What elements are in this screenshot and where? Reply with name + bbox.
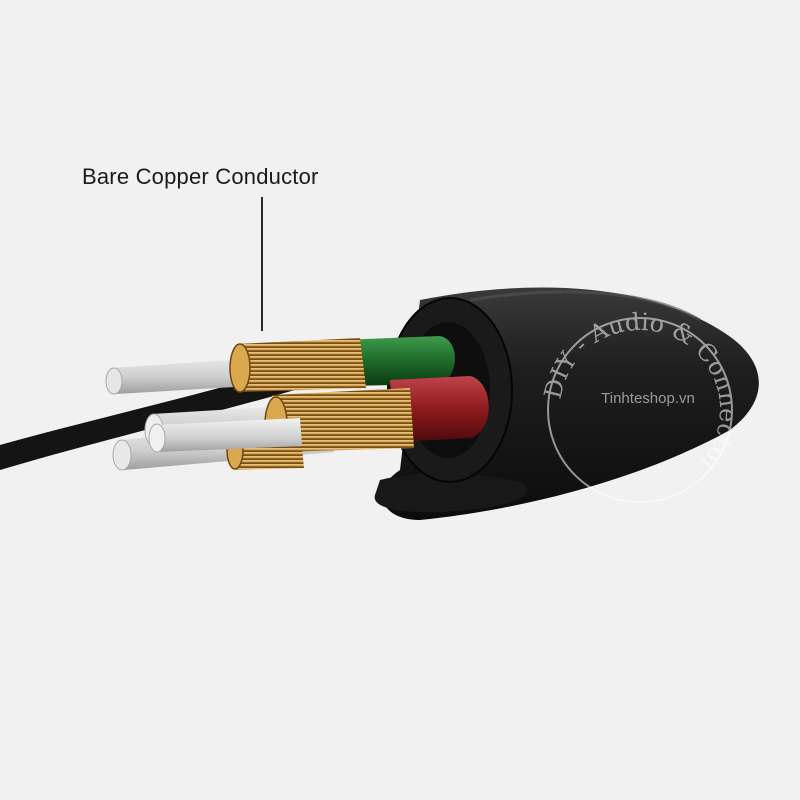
watermark-center-text: Tinhteshop.vn — [601, 390, 695, 407]
copper-conductors — [226, 338, 414, 470]
callout-label: Bare Copper Conductor — [82, 164, 319, 189]
insulated-wires — [340, 336, 489, 442]
callout-line — [261, 197, 263, 331]
filler-rod-front — [155, 418, 302, 452]
